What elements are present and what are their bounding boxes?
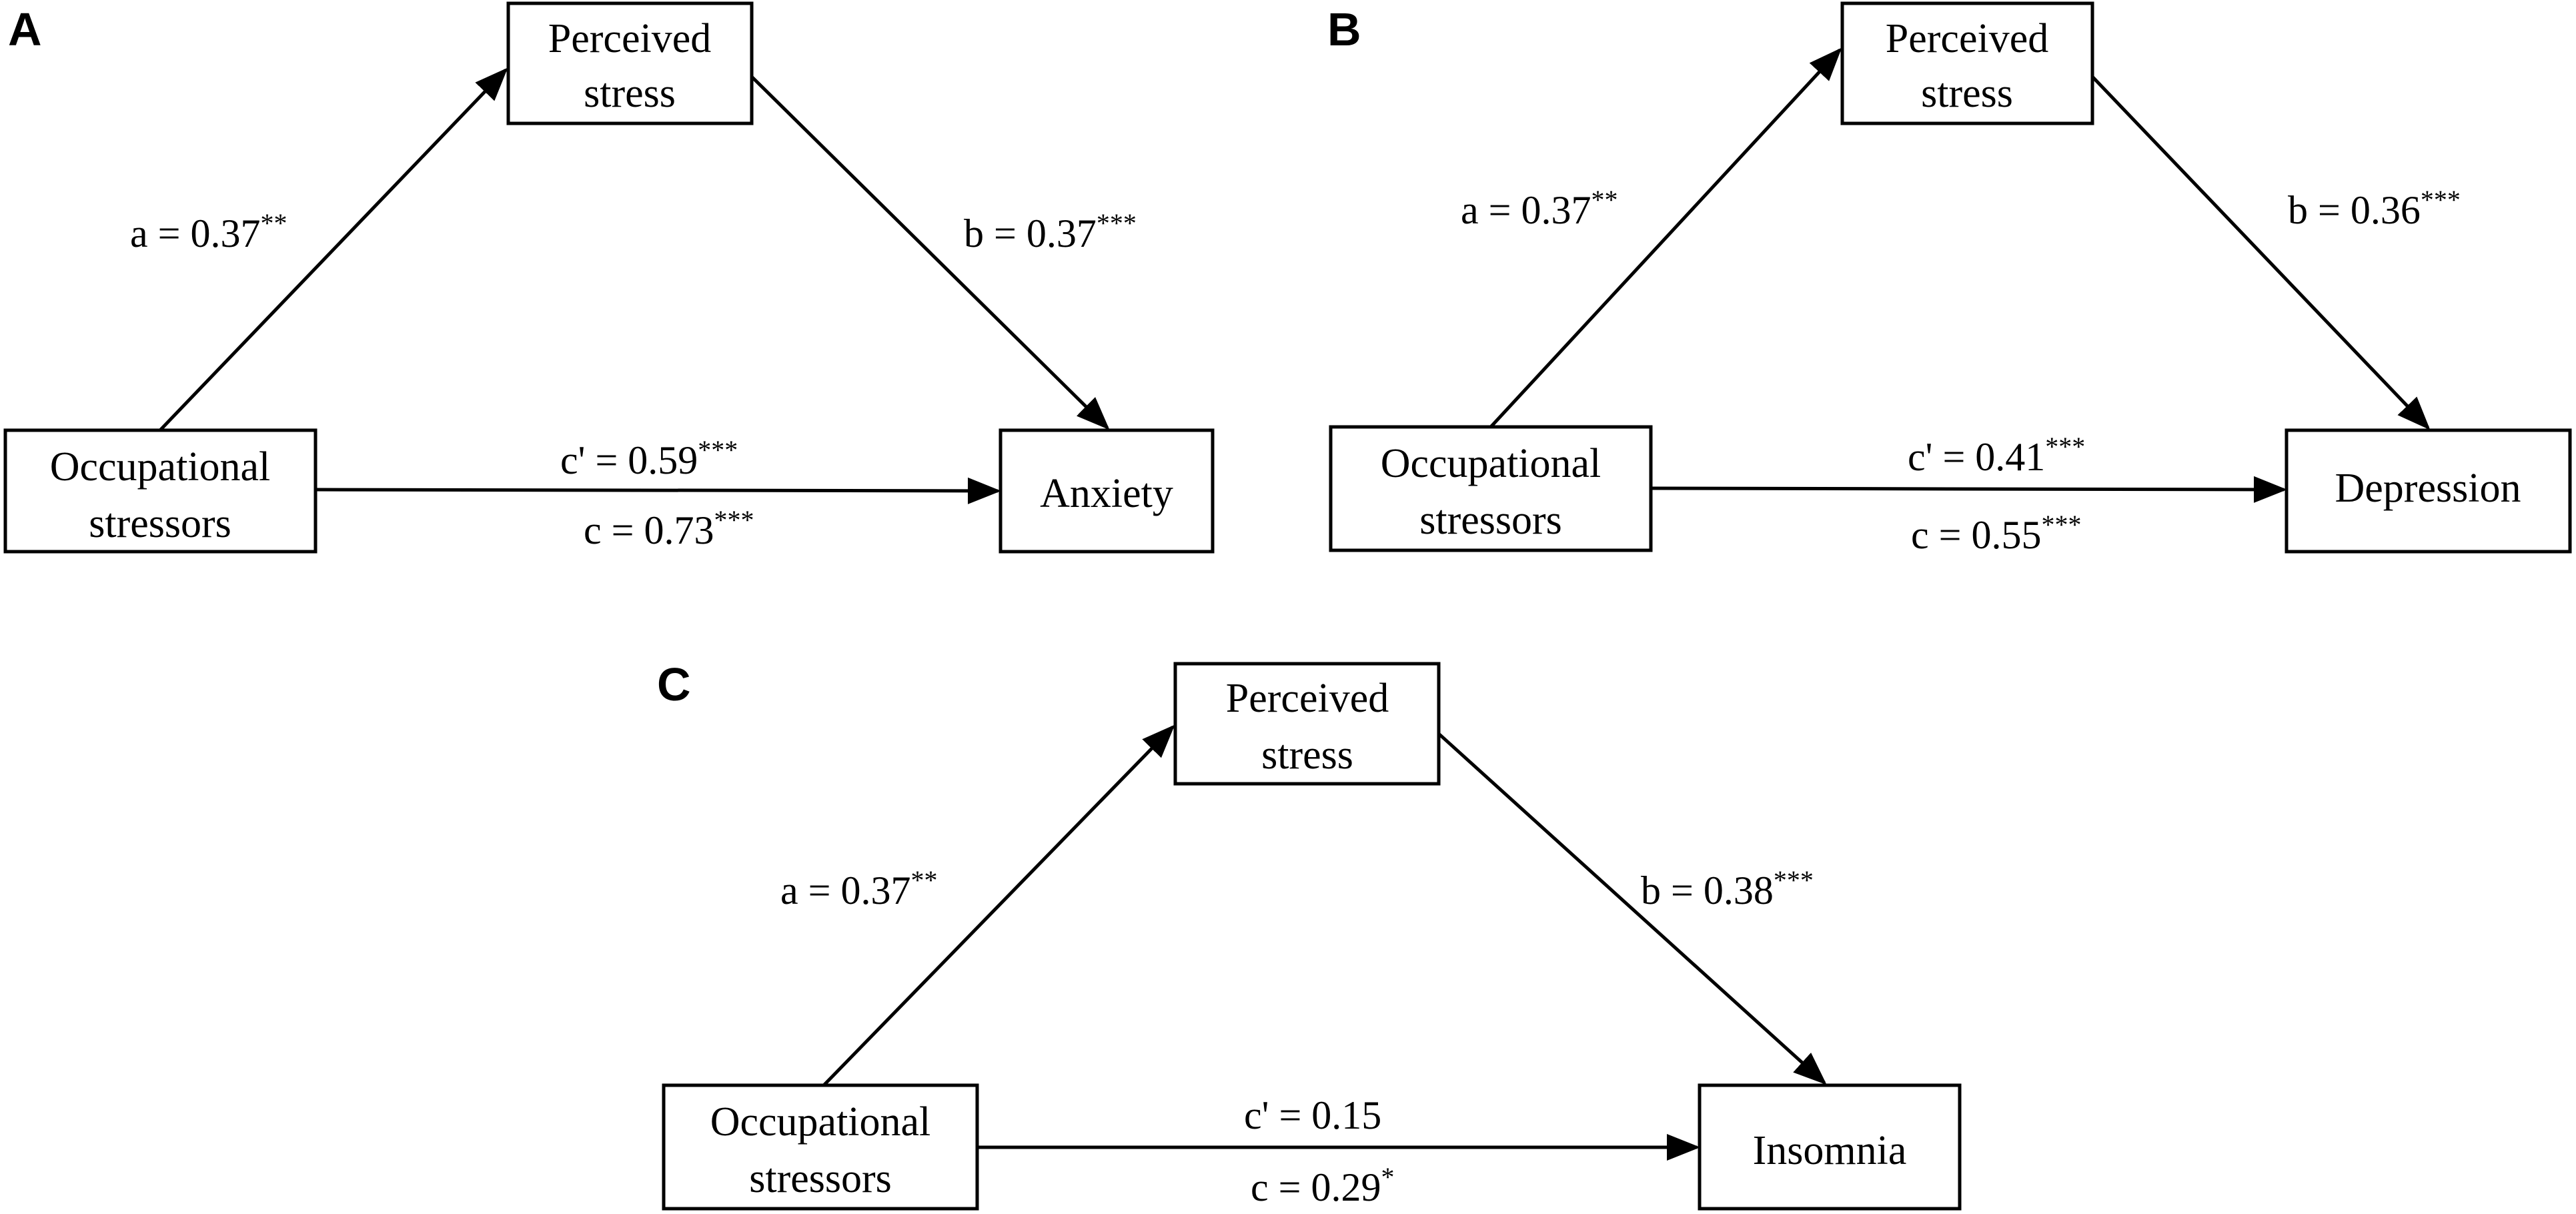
path-c-prime-label-c: c' = 0.15: [1244, 1093, 1381, 1137]
path-c-prime-label-b: c' = 0.41***: [1908, 432, 2085, 479]
path-a-label-a: a = 0.37**: [130, 208, 287, 255]
path-c-label-a: c = 0.73***: [584, 505, 754, 552]
panel-label-b: B: [1327, 3, 1361, 55]
mediator-label-line1-b: Perceived: [1886, 16, 2048, 61]
path-b-label-b: b = 0.36***: [2288, 185, 2461, 232]
mediator-label-line2-c: stress: [1261, 732, 1353, 778]
path-b-arrow-a: [750, 75, 1110, 430]
path-a-arrow-a: [159, 67, 508, 432]
predictor-box-c: [662, 1083, 979, 1211]
path-a-label-b: a = 0.37**: [1461, 185, 1618, 232]
predictor-label-line1-b: Occupational: [1381, 441, 1601, 486]
path-a-label-c: a = 0.37**: [780, 865, 937, 913]
outcome-box-b: [2285, 428, 2572, 554]
panel-label-a: A: [8, 3, 42, 55]
path-c-arrow-b: [1650, 476, 2287, 503]
path-a-arrow-b: [1489, 47, 1842, 428]
mediator-label-line2-a: stress: [584, 71, 676, 116]
path-b-label-a: b = 0.37***: [964, 208, 1137, 255]
path-c-label-b: c = 0.55***: [1911, 510, 2081, 557]
mediator-label-line1-c: Perceived: [1226, 676, 1389, 721]
outcome-label-a: Anxiety: [1040, 471, 1173, 516]
outcome-label-c: Insomnia: [1753, 1128, 1907, 1173]
panel-c: C Perceived stress Occupational stressor…: [657, 658, 1962, 1211]
mediator-label-line2-b: stress: [1921, 71, 2013, 116]
outcome-box-a: [999, 428, 1215, 554]
path-b-arrow-b: [2091, 75, 2431, 430]
mediator-box-b: [1840, 1, 2094, 125]
predictor-label-line2-c: stressors: [749, 1156, 892, 1201]
path-c-prime-label-a: c' = 0.59***: [560, 435, 738, 482]
outcome-label-b: Depression: [2335, 466, 2521, 511]
path-c-label-c: c = 0.29*: [1251, 1162, 1394, 1209]
outcome-box-c: [1698, 1083, 1962, 1211]
path-a-arrow-c: [822, 724, 1175, 1087]
mediator-box-a: [506, 1, 754, 125]
mediator-label-line1-a: Perceived: [548, 16, 711, 61]
path-b-label-c: b = 0.38***: [1641, 865, 1814, 913]
predictor-label-line1-a: Occupational: [50, 444, 271, 490]
path-c-arrow-a: [315, 477, 1001, 504]
panel-a: A Perceived stress Occupational stressor…: [3, 1, 1215, 554]
path-b-arrow-c: [1437, 732, 1827, 1085]
panel-label-c: C: [657, 658, 691, 710]
predictor-label-line2-b: stressors: [1419, 498, 1562, 543]
mediator-box-c: [1173, 662, 1441, 786]
predictor-label-line2-a: stressors: [89, 501, 231, 546]
panel-b: B Perceived stress Occupational stressor…: [1327, 1, 2572, 557]
predictor-label-line1-c: Occupational: [710, 1099, 931, 1145]
predictor-box-a: [3, 428, 317, 554]
